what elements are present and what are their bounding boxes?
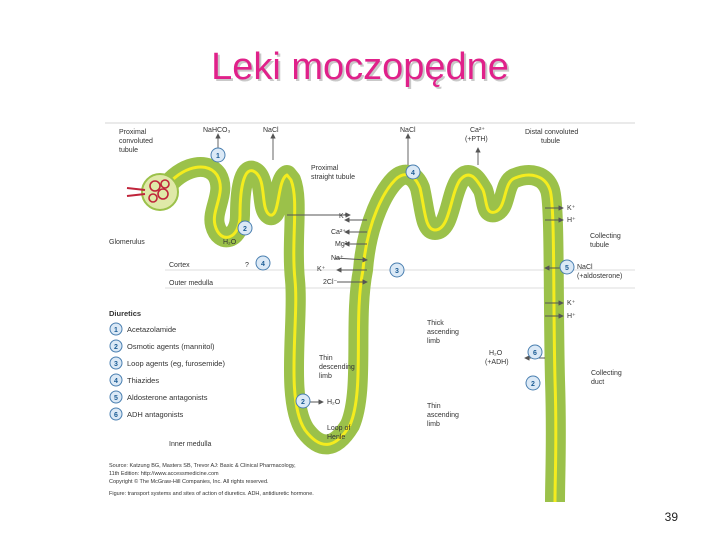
label-collecting-tubule-1: Collecting xyxy=(590,233,621,240)
label-distal-2: tubule xyxy=(541,138,560,145)
legend-item-2: 2 Osmotic agents (mannitol) xyxy=(110,340,215,352)
label-ca-loop: Ca²⁺ xyxy=(331,229,346,236)
label-aldosterone: (+aldosterone) xyxy=(577,273,622,280)
glomerulus xyxy=(127,174,178,210)
svg-text:1: 1 xyxy=(114,327,118,334)
badge-1: 1 xyxy=(211,148,225,162)
label-h-right: H⁺ xyxy=(567,217,576,224)
svg-text:5: 5 xyxy=(114,395,118,402)
badge-2-top: 2 xyxy=(238,221,252,235)
svg-text:6: 6 xyxy=(114,412,118,419)
label-k-right: K⁺ xyxy=(567,205,576,212)
svg-text:4: 4 xyxy=(411,170,415,177)
legend-item-1: 1 Acetazolamide xyxy=(110,323,176,335)
badge-6: 6 xyxy=(528,345,542,359)
label-h2o-1: H₂O xyxy=(223,239,237,246)
nephron-svg: 1 2 4 4 3 5 6 2 2 Proximal convoluted tu… xyxy=(105,120,635,502)
label-nacl-2: NaCl xyxy=(400,127,416,134)
svg-text:4: 4 xyxy=(261,261,265,268)
label-h-right2: H⁺ xyxy=(567,313,576,320)
svg-text:ADH antagonists: ADH antagonists xyxy=(127,410,184,419)
label-straight-2: straight tubule xyxy=(311,174,355,181)
label-k-loop2: K⁺ xyxy=(317,266,326,273)
legend-item-4: 4 Thiazides xyxy=(110,374,159,386)
badge-3: 3 xyxy=(390,263,404,277)
svg-text:Thiazides: Thiazides xyxy=(127,376,159,385)
legend-item-5: 5 Aldosterone antagonists xyxy=(110,391,208,403)
nephron-tubule xyxy=(163,167,556,502)
source-line-3: Copyright © The McGraw-Hill Companies, I… xyxy=(109,478,269,485)
svg-text:4: 4 xyxy=(114,378,118,385)
badge-2-loop: 2 xyxy=(296,394,310,408)
badge-4-cortex: 4 xyxy=(256,256,270,270)
label-thin-desc-1: Thin xyxy=(319,355,333,362)
page-number: 39 xyxy=(665,510,678,524)
label-ca: Ca²⁺ xyxy=(470,127,485,134)
diuretics-legend: Diuretics 1 Acetazolamide 2 Osmotic agents… xyxy=(109,309,225,420)
svg-text:3: 3 xyxy=(395,268,399,275)
legend-item-3: 3 Loop agents (eg, furosemide) xyxy=(110,357,225,369)
badge-2-duct: 2 xyxy=(526,376,540,390)
svg-text:6: 6 xyxy=(533,350,537,357)
label-thin-desc-2: descending xyxy=(319,364,355,371)
slide-title: Leki moczopędne xyxy=(0,46,720,89)
label-nacl-1: NaCl xyxy=(263,127,279,134)
label-nacl-right: NaCl xyxy=(577,264,593,271)
label-cortex: Cortex xyxy=(169,262,190,269)
label-k-right2: K⁺ xyxy=(567,300,576,307)
label-henle-2: Henle xyxy=(327,434,345,441)
label-proximal-1: Proximal xyxy=(119,129,147,136)
svg-text:2: 2 xyxy=(114,344,118,351)
svg-text:2: 2 xyxy=(243,226,247,233)
label-proximal-2: convoluted xyxy=(119,138,153,145)
svg-text:2: 2 xyxy=(531,381,535,388)
label-glomerulus: Glomerulus xyxy=(109,239,145,246)
svg-text:1: 1 xyxy=(216,153,220,160)
source-line-1: Source: Katzung BG, Masters SB, Trevor A… xyxy=(109,463,296,469)
source-line-2: 11th Edition: http://www.accessmedicine.… xyxy=(109,471,219,477)
label-collecting-duct-2: duct xyxy=(591,379,604,386)
label-thin-asc-1: Thin xyxy=(427,403,441,410)
source-line-4: Figure: transport systems and sites of a… xyxy=(109,491,314,497)
label-outer-medulla: Outer medulla xyxy=(169,280,213,287)
label-cl-loop: 2Cl⁻ xyxy=(323,279,338,286)
label-mg-loop: Mg²⁺ xyxy=(335,241,351,248)
badge-4-distal: 4 xyxy=(406,165,420,179)
label-henle-1: Loop of xyxy=(327,425,350,432)
label-pth: (+PTH) xyxy=(465,136,488,143)
svg-text:Osmotic agents (mannitol): Osmotic agents (mannitol) xyxy=(127,342,215,351)
label-thin-asc-3: limb xyxy=(427,421,440,428)
label-straight-1: Proximal xyxy=(311,165,339,172)
label-thick-3: limb xyxy=(427,338,440,345)
svg-text:5: 5 xyxy=(565,265,569,272)
label-h2o-adh: H₂O xyxy=(489,350,503,357)
svg-text:Acetazolamide: Acetazolamide xyxy=(127,325,176,334)
svg-text:Loop agents (eg, furosemide): Loop agents (eg, furosemide) xyxy=(127,359,225,368)
svg-text:2: 2 xyxy=(301,399,305,406)
label-thick-2: ascending xyxy=(427,329,459,336)
legend-title: Diuretics xyxy=(109,309,141,318)
label-proximal-3: tubule xyxy=(119,147,138,154)
source-citation: Source: Katzung BG, Masters SB, Trevor A… xyxy=(109,463,314,497)
label-adh: (+ADH) xyxy=(485,359,509,366)
svg-text:Aldosterone antagonists: Aldosterone antagonists xyxy=(127,393,208,402)
label-collecting-duct-1: Collecting xyxy=(591,370,622,377)
label-nahco3: NaHCO₃ xyxy=(203,127,231,134)
label-k-loop: K⁺ xyxy=(339,213,348,220)
badge-5: 5 xyxy=(560,260,574,274)
label-distal-1: Distal convoluted xyxy=(525,129,578,136)
svg-text:3: 3 xyxy=(114,361,118,368)
label-inner-medulla: Inner medulla xyxy=(169,441,212,448)
label-question: ? xyxy=(245,262,249,269)
label-h2o-2: H₂O xyxy=(327,399,341,406)
label-collecting-tubule-2: tubule xyxy=(590,242,609,249)
nephron-diagram: 1 2 4 4 3 5 6 2 2 Proximal convoluted tu… xyxy=(105,120,635,502)
label-thin-asc-2: ascending xyxy=(427,412,459,419)
label-thin-desc-3: limb xyxy=(319,373,332,380)
legend-item-6: 6 ADH antagonists xyxy=(110,408,184,420)
label-thick-1: Thick xyxy=(427,320,444,327)
label-na-loop: Na⁺ xyxy=(331,255,344,262)
